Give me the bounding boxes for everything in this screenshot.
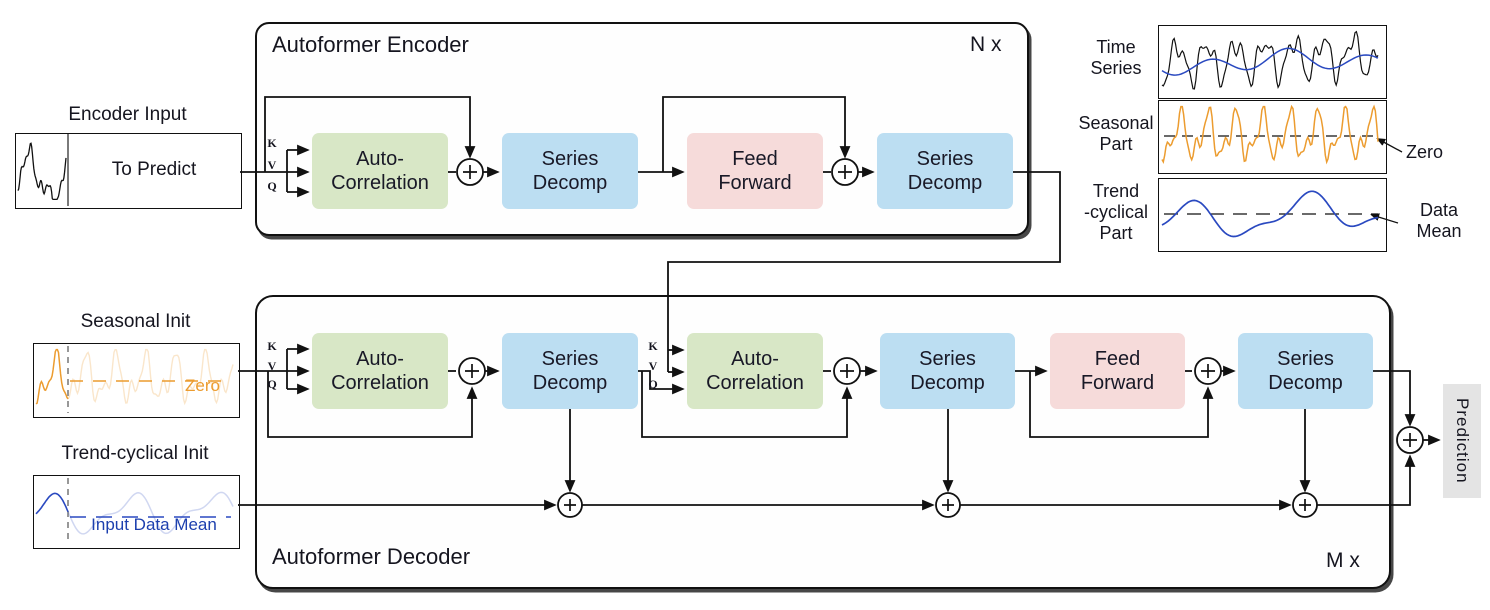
decoder-autocorrelation-block-2: Auto- Correlation (687, 333, 823, 409)
trend-init-plot-frame (33, 475, 240, 549)
input-data-mean-label: Input Data Mean (91, 515, 217, 534)
block-label: Decomp (907, 172, 983, 194)
block-label: Decomp (532, 372, 608, 394)
trend-part-plot-frame (1158, 178, 1387, 252)
encoder-autocorrelation-block: Auto- Correlation (312, 133, 448, 209)
decoder-title: Autoformer Decoder (272, 544, 471, 569)
encoder-repeat-label: N x (970, 33, 1002, 56)
label-line: Time (1096, 37, 1136, 57)
block-label: Decomp (910, 372, 985, 394)
block-label: Series (919, 347, 976, 370)
label-line: Part (1099, 134, 1133, 154)
label-line: Series (1090, 58, 1142, 78)
encoder-series-decomp-block-2: Series Decomp (877, 133, 1013, 209)
decoder-autocorrelation-block-1: Auto- Correlation (312, 333, 448, 409)
decoder-series-decomp-block-1: Series Decomp (502, 333, 638, 409)
data-mean-annotation: Data Mean (1400, 200, 1478, 242)
encoder-title: Autoformer Encoder (272, 32, 469, 57)
seasonal-init-zero-label: Zero (185, 376, 220, 395)
q-label: Q (267, 179, 277, 193)
v-label: V (648, 359, 658, 373)
label-line: Part (1099, 223, 1133, 243)
decoder-series-decomp-block-2: Series Decomp (880, 333, 1015, 409)
trend-init-label: Trend-cyclical Init (61, 443, 209, 464)
q-label: Q (267, 377, 277, 391)
prediction-output: Prediction (1443, 384, 1481, 498)
label-line: Seasonal (1078, 113, 1154, 133)
decoder-series-decomp-block-3: Series Decomp (1238, 333, 1373, 409)
block-label: Forward (718, 172, 792, 194)
v-label: V (267, 359, 277, 373)
block-label: Decomp (1268, 372, 1343, 394)
time-series-label: Time Series (1080, 37, 1152, 79)
block-label: Auto- (731, 347, 779, 370)
seasonal-part-label: Seasonal Part (1076, 113, 1156, 155)
k-label: K (648, 339, 658, 353)
encoder-input-label: Encoder Input (68, 104, 187, 125)
decoder-feed-forward-block: Feed Forward (1050, 333, 1185, 409)
k-label: K (267, 136, 277, 150)
plus-circle-icon (1396, 426, 1424, 454)
k-label: K (267, 339, 277, 353)
decoder-repeat-label: M x (1326, 549, 1360, 572)
encoder-feed-forward-block: Feed Forward (687, 133, 823, 209)
block-label: Feed (1094, 347, 1141, 370)
block-label: Series (916, 147, 974, 170)
block-label: Auto- (356, 347, 404, 370)
label-line: Data (1419, 200, 1459, 220)
zero-annotation: Zero (1406, 142, 1444, 162)
block-label: Series (541, 347, 599, 370)
seasonal-init-label: Seasonal Init (80, 311, 191, 332)
block-label: Correlation (331, 372, 429, 394)
block-label: Series (541, 147, 599, 170)
encoder-series-decomp-block-1: Series Decomp (502, 133, 638, 209)
block-label: Correlation (331, 172, 429, 194)
label-line: Trend (1092, 181, 1140, 201)
trend-cyclical-part-label: Trend -cyclical Part (1076, 181, 1156, 244)
block-label: Forward (1080, 372, 1155, 394)
to-predict-label: To Predict (111, 159, 197, 180)
block-label: Decomp (532, 172, 608, 194)
q-label: Q (648, 377, 658, 391)
label-line: Mean (1416, 221, 1462, 241)
block-label: Auto- (356, 147, 404, 170)
seasonal-part-plot-frame (1158, 100, 1387, 174)
block-label: Feed (732, 147, 778, 170)
block-label: Series (1277, 347, 1334, 370)
time-series-plot-frame (1158, 25, 1387, 99)
label-line: -cyclical (1083, 202, 1148, 222)
block-label: Correlation (706, 372, 804, 394)
v-label: V (267, 158, 277, 172)
